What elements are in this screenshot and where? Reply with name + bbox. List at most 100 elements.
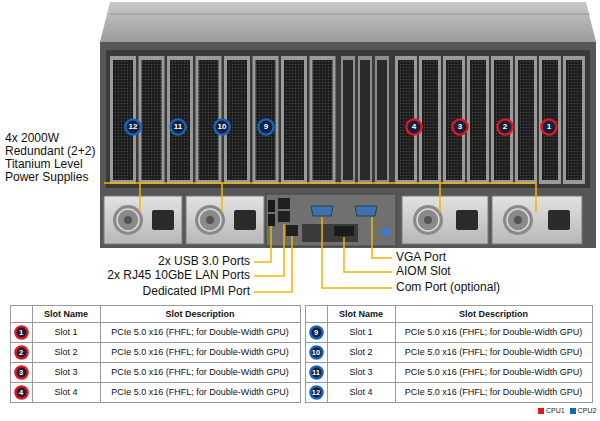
table-cell: PCIe 5.0 x16 (FHFL; for Double-Width GPU… bbox=[405, 347, 583, 357]
table-cell-box: PCIe 5.0 x16 (FHFL; for Double-Width GPU… bbox=[100, 383, 300, 402]
callout-holder: 3 bbox=[451, 118, 469, 136]
callout-text: VGA Port bbox=[396, 251, 446, 265]
table-cell: Slot 3 bbox=[349, 367, 372, 377]
slot-callout: 1 bbox=[14, 325, 29, 340]
slot-callout: 11 bbox=[309, 365, 324, 380]
table-cell-box: PCIe 5.0 x16 (FHFL; for Double-Width GPU… bbox=[395, 323, 592, 342]
callout-number: 9 bbox=[314, 329, 318, 337]
table-cell-box: PCIe 5.0 x16 (FHFL; for Double-Width GPU… bbox=[100, 323, 300, 342]
slot-callout: 4 bbox=[14, 385, 29, 400]
slot-callout: 12 bbox=[309, 385, 324, 400]
callout-holder: 11 bbox=[309, 365, 324, 380]
slot-callout: 10 bbox=[213, 118, 231, 136]
callout-holder: 12 bbox=[124, 118, 142, 136]
chassis-lid bbox=[100, 2, 596, 42]
table-cell: PCIe 5.0 x16 (FHFL; for Double-Width GPU… bbox=[111, 327, 289, 337]
table-cell: PCIe 5.0 x16 (FHFL; for Double-Width GPU… bbox=[111, 387, 289, 397]
callout-text-box: Com Port (optional) bbox=[396, 281, 546, 295]
callout-text: Dedicated IPMI Port bbox=[143, 285, 250, 299]
table-cell: Slot 2 bbox=[349, 347, 372, 357]
callout-text-box: VGA Port bbox=[396, 251, 546, 265]
table-cell: PCIe 5.0 x16 (FHFL; for Double-Width GPU… bbox=[111, 347, 289, 357]
table-cell: Slot 1 bbox=[54, 327, 77, 337]
callout-number: 1 bbox=[19, 329, 23, 337]
callout-number: 12 bbox=[129, 123, 138, 131]
table-header: Slot Description bbox=[459, 309, 528, 319]
callout-number: 3 bbox=[458, 123, 462, 131]
callout-text: 4x 2000W Redundant (2+2) Titanium Level … bbox=[5, 132, 102, 184]
callout-number: 11 bbox=[312, 369, 320, 377]
callout-number: 2 bbox=[19, 349, 23, 357]
table-cell-box: PCIe 5.0 x16 (FHFL; for Double-Width GPU… bbox=[100, 343, 300, 362]
table-cell-box: Slot 4 bbox=[32, 383, 100, 402]
table-header-box: Slot Description bbox=[100, 306, 300, 322]
callout-holder: 10 bbox=[213, 118, 231, 136]
lid-seam bbox=[110, 14, 590, 15]
callout-holder: 3 bbox=[14, 365, 29, 380]
table-cell: Slot 3 bbox=[54, 367, 77, 377]
table-header-box: Slot Name bbox=[327, 306, 395, 322]
callout-text-box: 2x RJ45 10GbE LAN Ports bbox=[90, 269, 250, 283]
slot-callout: 12 bbox=[124, 118, 142, 136]
callout-text-box: AIOM Slot bbox=[396, 265, 546, 279]
callout-text-box: Dedicated IPMI Port bbox=[90, 285, 250, 299]
callout-number: 9 bbox=[264, 123, 268, 131]
table-cell-box: Slot 3 bbox=[327, 363, 395, 382]
table-cell-box: PCIe 5.0 x16 (FHFL; for Double-Width GPU… bbox=[395, 383, 592, 402]
table-header-box: Slot Name bbox=[32, 306, 100, 322]
slot-callout: 3 bbox=[451, 118, 469, 136]
legend-swatch bbox=[570, 408, 576, 414]
callout-text: 2x RJ45 10GbE LAN Ports bbox=[107, 269, 250, 283]
table-cell-box: Slot 1 bbox=[32, 323, 100, 342]
callout-holder: 4 bbox=[405, 118, 423, 136]
callout-number: 3 bbox=[19, 369, 23, 377]
slot-callout: 3 bbox=[14, 365, 29, 380]
slot-callout: 4 bbox=[405, 118, 423, 136]
callout-number: 1 bbox=[547, 123, 551, 131]
table-header: Slot Description bbox=[165, 309, 234, 319]
callout-number: 2 bbox=[503, 123, 507, 131]
table-cell-box: Slot 2 bbox=[327, 343, 395, 362]
callout-number: 10 bbox=[218, 123, 227, 131]
slot-callout: 10 bbox=[309, 345, 324, 360]
slot-callout: 11 bbox=[169, 118, 187, 136]
callout-text: AIOM Slot bbox=[396, 265, 451, 279]
legend-text: CPU2 bbox=[578, 406, 597, 416]
callout-holder: 9 bbox=[257, 118, 275, 136]
callout-holder: 11 bbox=[169, 118, 187, 136]
table-cell-box: PCIe 5.0 x16 (FHFL; for Double-Width GPU… bbox=[395, 363, 592, 382]
slot-frame bbox=[106, 50, 590, 188]
callout-holder: 10 bbox=[309, 345, 324, 360]
table-cell: PCIe 5.0 x16 (FHFL; for Double-Width GPU… bbox=[111, 367, 289, 377]
callout-number: 4 bbox=[412, 123, 416, 131]
slot-callout: 9 bbox=[257, 118, 275, 136]
slot-callout: 1 bbox=[540, 118, 558, 136]
slot-callout: 9 bbox=[309, 325, 324, 340]
callout-holder: 2 bbox=[14, 345, 29, 360]
table-header: Slot Name bbox=[339, 309, 383, 319]
table-cell-box: Slot 3 bbox=[32, 363, 100, 382]
middle-slots bbox=[341, 56, 389, 184]
callout-holder: 1 bbox=[540, 118, 558, 136]
table-cell-box: PCIe 5.0 x16 (FHFL; for Double-Width GPU… bbox=[100, 363, 300, 382]
table-cell: Slot 4 bbox=[54, 387, 77, 397]
slot-covers-cpu2 bbox=[110, 56, 336, 184]
table-cell: Slot 4 bbox=[349, 387, 372, 397]
table-header: Slot Name bbox=[44, 309, 88, 319]
leader-lines bbox=[104, 183, 536, 292]
callout-number: 12 bbox=[312, 389, 320, 397]
callout-holder: 1 bbox=[14, 325, 29, 340]
table-cell: PCIe 5.0 x16 (FHFL; for Double-Width GPU… bbox=[405, 367, 583, 377]
callout-number: 10 bbox=[312, 349, 320, 357]
callout-number: 4 bbox=[19, 389, 23, 397]
table-cell-box: Slot 4 bbox=[327, 383, 395, 402]
slot-covers-cpu1 bbox=[395, 56, 585, 184]
callout-number: 11 bbox=[174, 123, 182, 131]
callout-text-box: 2x USB 3.0 Ports bbox=[90, 255, 250, 269]
table-cell-box: Slot 1 bbox=[327, 323, 395, 342]
slot-callout: 2 bbox=[496, 118, 514, 136]
io-panel bbox=[266, 194, 396, 246]
table-cell: Slot 2 bbox=[54, 347, 77, 357]
table-cell: Slot 1 bbox=[349, 327, 372, 337]
